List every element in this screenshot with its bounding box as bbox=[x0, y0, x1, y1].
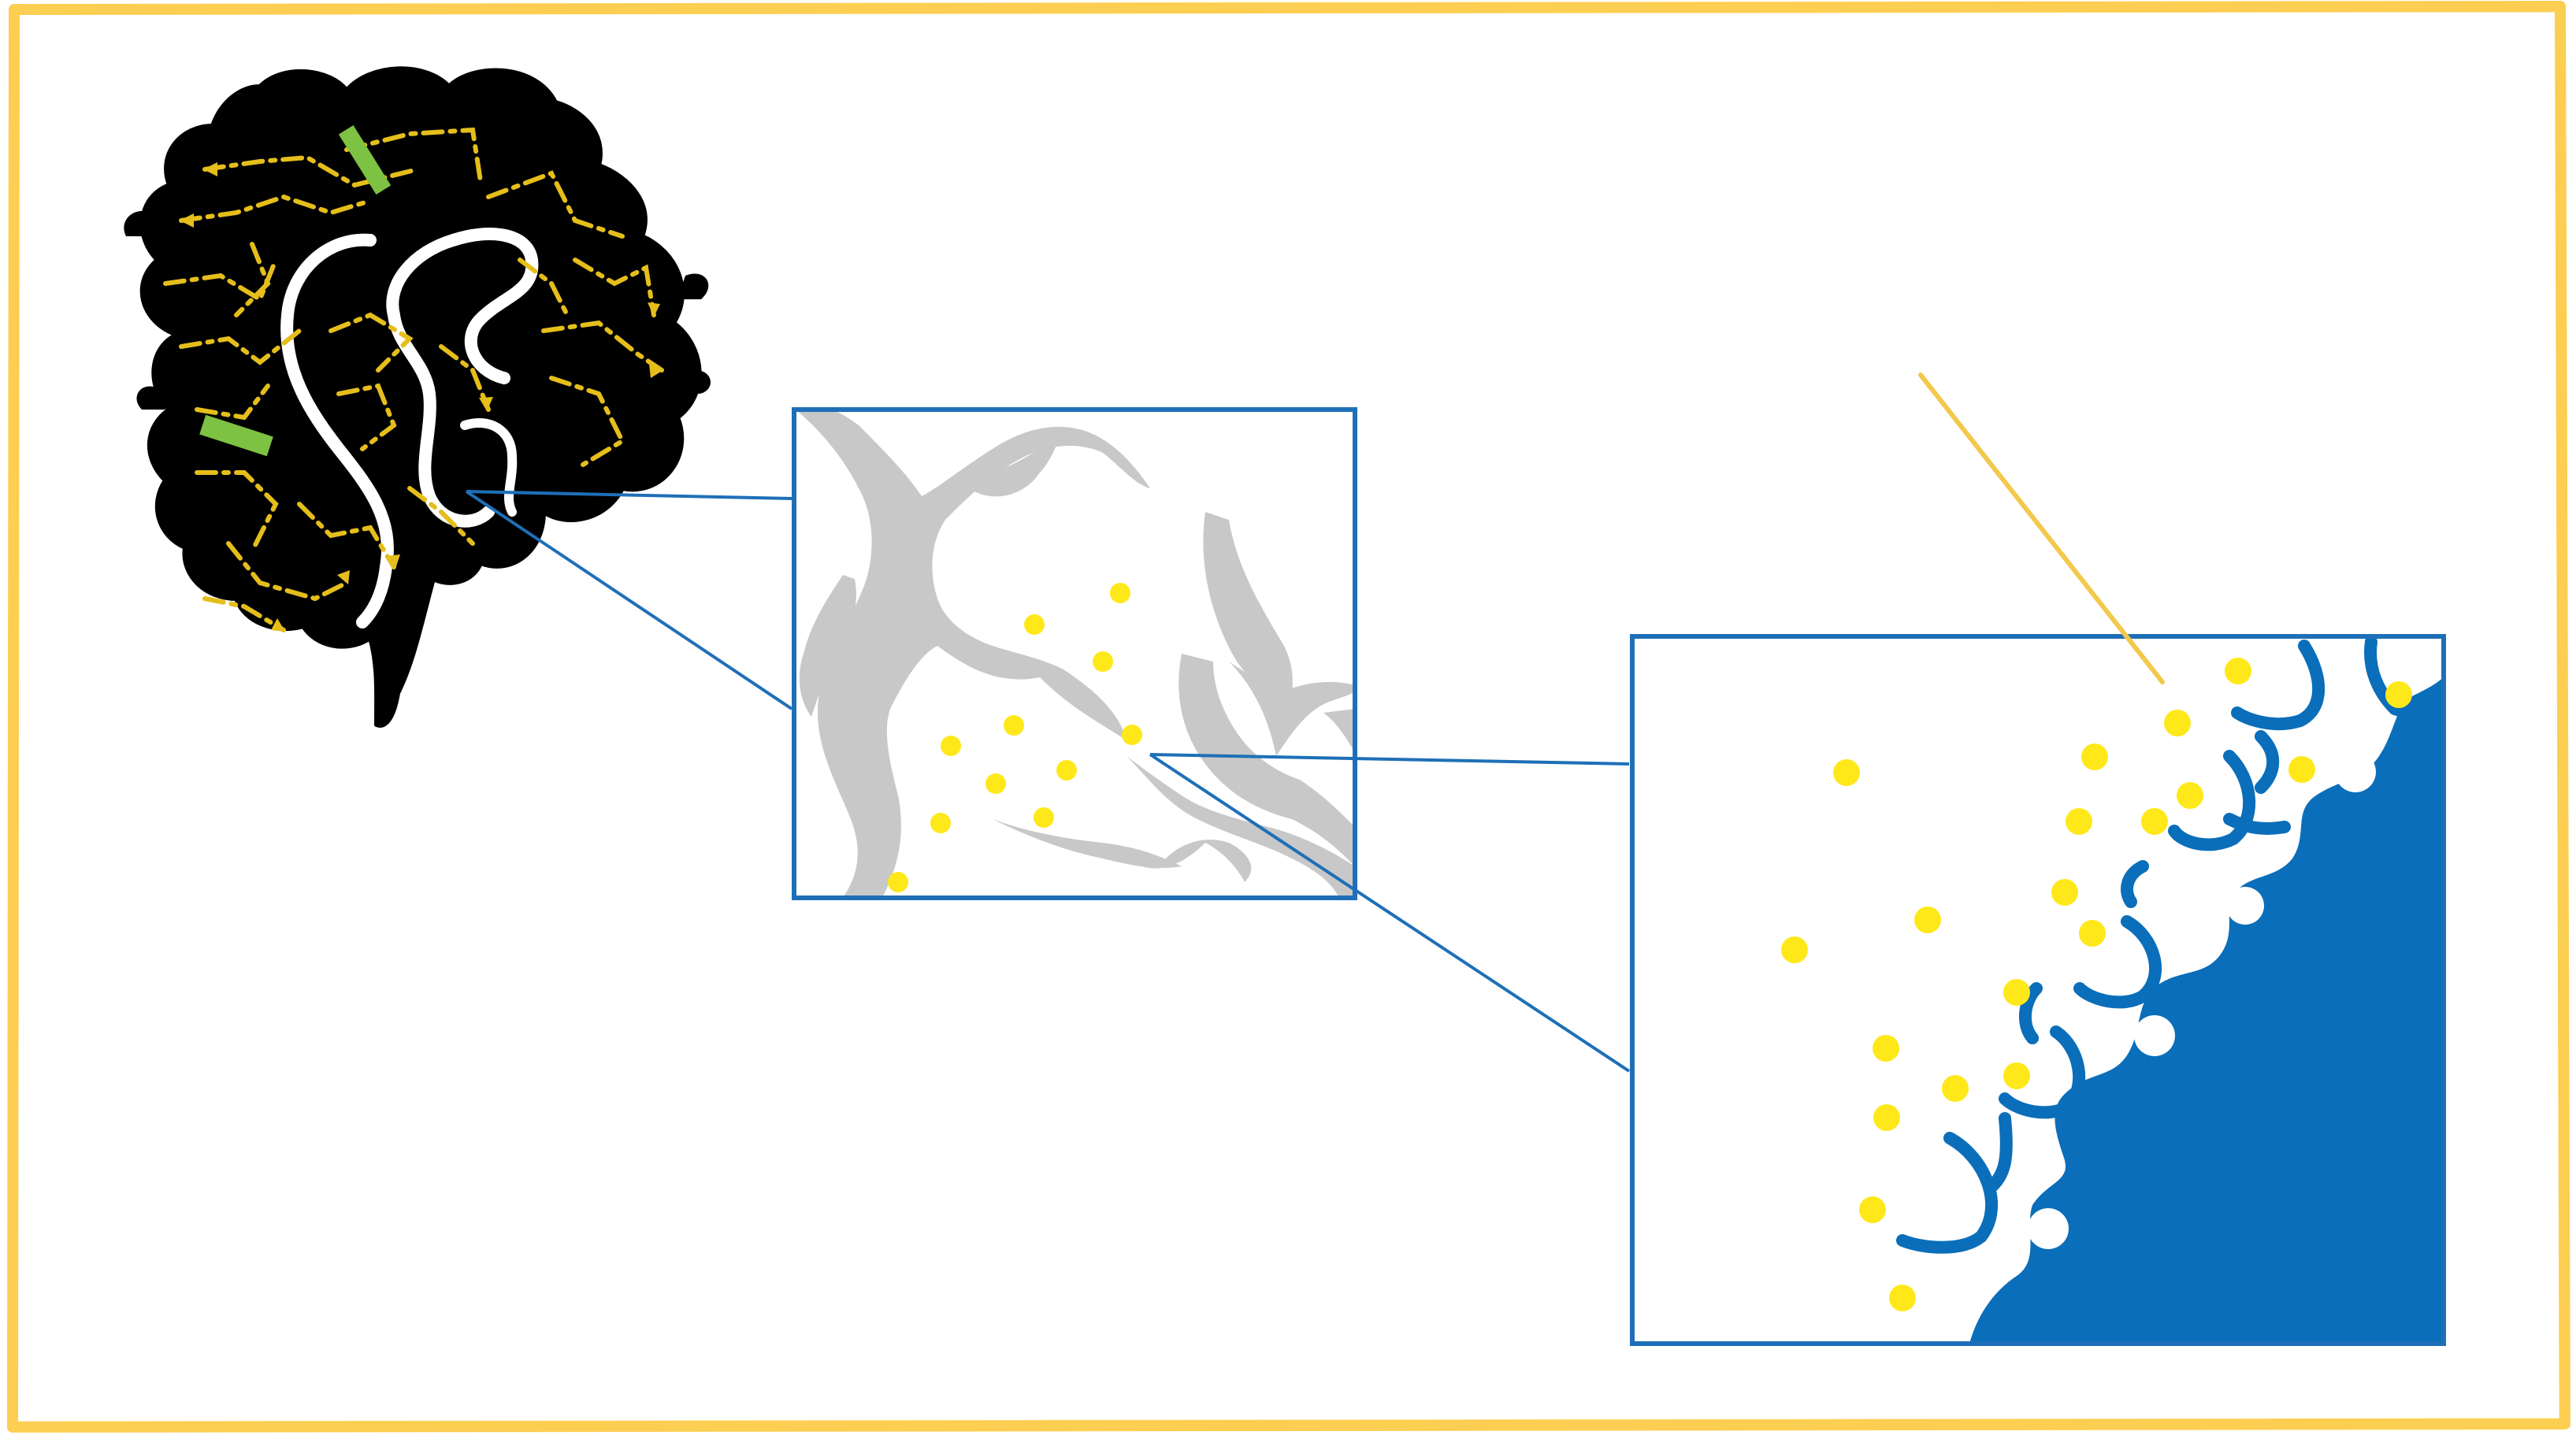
particle-dot-icon bbox=[2081, 743, 2108, 770]
particle-dot-icon bbox=[2028, 1208, 2069, 1249]
particle-dot-icon bbox=[930, 813, 951, 833]
brain-icon bbox=[124, 69, 711, 725]
particle-dot-icon bbox=[2003, 1062, 2030, 1089]
particle-dot-icon bbox=[1873, 1035, 1899, 1062]
particle-dot-icon bbox=[985, 773, 1006, 794]
particle-dot-icon bbox=[1873, 1104, 1900, 1131]
particle-dot-icon bbox=[2066, 808, 2092, 835]
particle-dot-icon bbox=[2385, 681, 2412, 708]
particle-dot-icon bbox=[2051, 879, 2078, 906]
particle-dot-icon bbox=[1056, 760, 1077, 781]
particle-dot-icon bbox=[1004, 715, 1024, 736]
particle-dot-icon bbox=[941, 736, 961, 756]
cell-surface-zoom-panel bbox=[1632, 636, 2444, 1344]
zoom-connector-2 bbox=[1150, 755, 1629, 1071]
particle-dot-icon bbox=[1122, 725, 1142, 745]
particle-dot-icon bbox=[2335, 751, 2376, 792]
particle-dot-icon bbox=[1110, 583, 1130, 603]
particle-dot-icon bbox=[2226, 887, 2264, 925]
particle-dot-icon bbox=[1093, 651, 1113, 672]
brain-silhouette bbox=[143, 69, 700, 725]
zoom-connector-1 bbox=[466, 491, 792, 709]
particle-dot-icon bbox=[2003, 979, 2030, 1006]
particle-dot-icon bbox=[1889, 1285, 1916, 1311]
particle-dot-icon bbox=[1781, 936, 1808, 963]
particle-dot-icon bbox=[2288, 756, 2315, 783]
particle-dot-icon bbox=[1024, 614, 1045, 635]
particle-dot-icon bbox=[2079, 920, 2106, 947]
tissue-zoom-panel bbox=[794, 403, 1355, 898]
particle-dot-icon bbox=[2164, 710, 2191, 736]
particle-dot-icon bbox=[2177, 782, 2203, 809]
particle-dot-icon bbox=[888, 872, 908, 892]
particle-dot-icon bbox=[2141, 808, 2168, 835]
particle-dot-icon bbox=[1942, 1075, 1969, 1102]
particle-dot-icon bbox=[2134, 1015, 2175, 1056]
particle-dot-icon bbox=[1859, 1196, 1886, 1223]
particle-dot-icon bbox=[2225, 658, 2251, 684]
particle-dot-icon bbox=[1034, 807, 1054, 828]
particle-dot-icon bbox=[1833, 759, 1860, 786]
particle-dot-icon bbox=[1914, 907, 1941, 933]
